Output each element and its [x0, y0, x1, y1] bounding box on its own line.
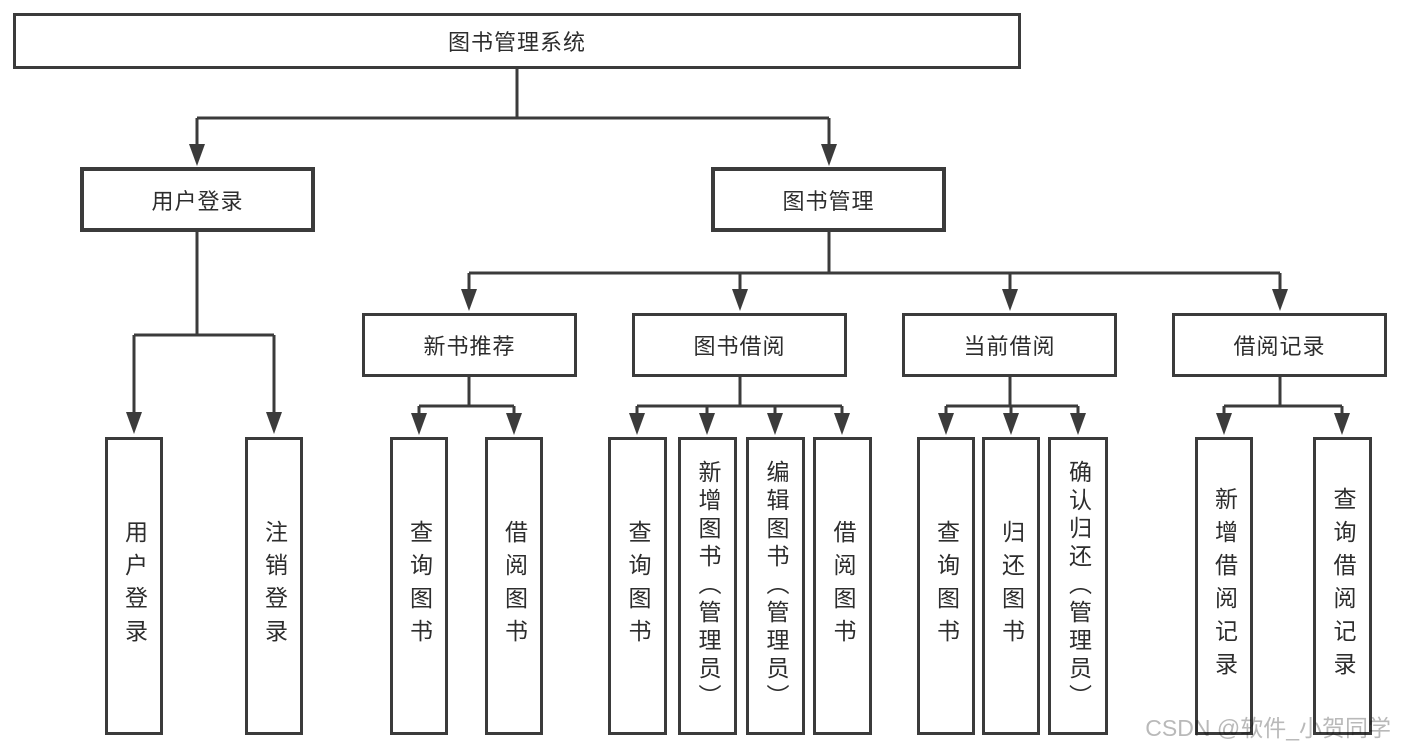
node-label: 确认归还（管理员）	[1065, 460, 1092, 712]
node-label: 查询图书	[406, 520, 433, 652]
leaf-add-books-admin: 新增图书（管理员）	[678, 437, 737, 735]
node-label: 查询图书	[933, 520, 960, 652]
node-label: 新增图书（管理员）	[695, 460, 721, 712]
leaf-confirm-return-admin: 确认归还（管理员）	[1048, 437, 1108, 735]
node-label: 借阅图书	[830, 520, 856, 652]
leaf-edit-books-admin: 编辑图书（管理员）	[746, 437, 805, 735]
node-label: 用户登录	[121, 520, 148, 652]
node-label: 归还图书	[998, 520, 1025, 652]
leaf-borrow-books: 借阅图书	[813, 437, 872, 735]
node-label: 借阅图书	[501, 520, 528, 652]
leaf-borrow-books-recommend: 借阅图书	[485, 437, 543, 735]
node-label: 查询图书	[625, 520, 651, 652]
node-user-login-branch: 用户登录	[80, 167, 315, 232]
node-label: 借阅记录	[1233, 334, 1326, 359]
node-borrowing-records: 借阅记录	[1172, 313, 1387, 377]
leaf-user-login: 用户登录	[105, 437, 163, 735]
leaf-query-books-borrow: 查询图书	[608, 437, 667, 735]
node-label: 图书管理系统	[447, 30, 586, 55]
node-label: 新书推荐	[423, 334, 516, 359]
node-label: 图书借阅	[693, 334, 786, 359]
node-label: 编辑图书（管理员）	[763, 460, 789, 712]
node-new-book-recommend: 新书推荐	[362, 313, 577, 377]
node-current-borrowing: 当前借阅	[902, 313, 1117, 377]
node-label: 新增借阅记录	[1211, 487, 1238, 685]
node-book-borrowing: 图书借阅	[632, 313, 847, 377]
leaf-add-borrow-record: 新增借阅记录	[1195, 437, 1253, 735]
leaf-query-books-recommend: 查询图书	[390, 437, 448, 735]
leaf-query-borrow-record: 查询借阅记录	[1313, 437, 1372, 735]
node-label: 查询借阅记录	[1330, 487, 1356, 685]
leaf-logout: 注销登录	[245, 437, 303, 735]
leaf-query-books-current: 查询图书	[917, 437, 975, 735]
node-label: 图书管理	[782, 188, 875, 214]
node-book-management-system: 图书管理系统	[13, 13, 1021, 69]
node-label: 用户登录	[151, 188, 244, 214]
leaf-return-books: 归还图书	[982, 437, 1040, 735]
node-book-management-branch: 图书管理	[711, 167, 946, 232]
node-label: 注销登录	[261, 520, 288, 652]
node-label: 当前借阅	[963, 334, 1056, 359]
